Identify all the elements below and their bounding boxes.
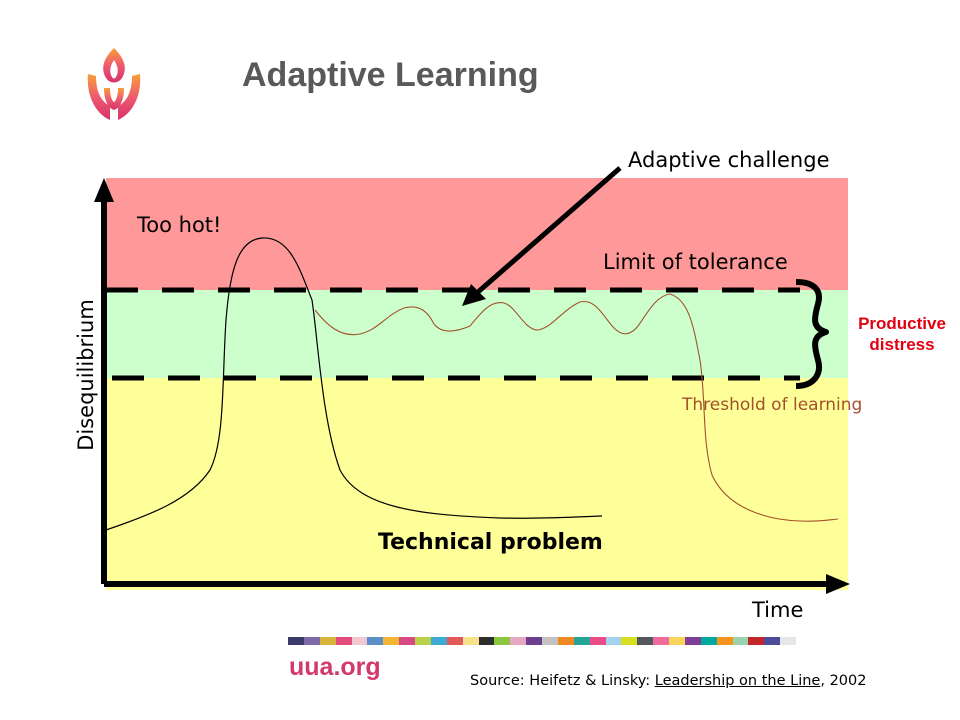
color-strip-segment: [351, 637, 368, 645]
color-strip-segment: [573, 637, 590, 645]
y-axis-label: Disequilibrium: [74, 299, 98, 451]
x-axis-label: Time: [752, 598, 804, 622]
color-strip-segment: [716, 637, 733, 645]
productive-distress-brace: [795, 279, 829, 389]
source-book: Leadership on the Line: [654, 673, 821, 689]
color-strip-segment: [319, 637, 336, 645]
color-strip-segment: [478, 637, 495, 645]
color-strip-segment: [510, 637, 527, 645]
color-strip-segment: [367, 637, 384, 645]
color-strip-segment: [557, 637, 574, 645]
adaptive-challenge-label: Adaptive challenge: [628, 148, 830, 172]
adaptive-challenge-arrowhead: [462, 284, 486, 306]
x-axis-arrowhead: [826, 574, 850, 594]
page-title: Adaptive Learning: [242, 56, 539, 94]
adaptive-challenge-curve: [314, 293, 839, 522]
color-strip-segment: [589, 637, 606, 645]
color-strip-segment: [415, 637, 431, 645]
color-strip-segment: [621, 637, 638, 645]
color-strip-segment: [542, 637, 558, 645]
color-strip-bar: [288, 637, 796, 645]
color-strip-segment: [605, 637, 622, 645]
site-link[interactable]: uua.org: [289, 653, 381, 681]
zone-technical: [106, 378, 848, 590]
color-strip-segment: [748, 637, 765, 645]
color-strip-segment: [430, 637, 447, 645]
color-strip-segment: [684, 637, 701, 645]
color-strip-segment: [303, 637, 320, 645]
source-suffix: , 2002: [820, 673, 867, 689]
color-strip-segment: [780, 637, 796, 645]
color-strip-segment: [399, 637, 415, 645]
productive-distress-label: Productive distress: [842, 313, 960, 355]
color-strip-segment: [669, 637, 685, 645]
color-strip-segment: [288, 637, 304, 645]
adaptive-challenge-arrow: [476, 166, 622, 294]
y-axis-arrowhead: [94, 178, 114, 202]
color-strip-segment: [335, 637, 352, 645]
threshold-of-learning-label: Threshold of learning: [682, 395, 863, 415]
color-strip-segment: [526, 637, 542, 645]
color-strip-segment: [653, 637, 669, 645]
too-hot-label: Too hot!: [137, 213, 222, 237]
flaming-chalice-icon: [84, 46, 144, 124]
technical-problem-curve: [105, 237, 603, 531]
source-prefix: Source: Heifetz & Linsky:: [470, 673, 655, 689]
productive-label-line1: Productive: [858, 314, 946, 333]
technical-problem-label: Technical problem: [378, 530, 603, 555]
color-strip-segment: [446, 637, 463, 645]
source-citation: Source: Heifetz & Linsky: Leadership on …: [470, 673, 866, 689]
color-strip-segment: [383, 637, 400, 645]
color-strip-segment: [764, 637, 781, 645]
color-strip-segment: [637, 637, 654, 645]
zone-productive-distress: [106, 290, 848, 378]
color-strip-segment: [462, 637, 479, 645]
limit-of-tolerance-label: Limit of tolerance: [603, 250, 788, 274]
zone-too-hot: [106, 178, 848, 290]
color-strip-segment: [494, 637, 511, 645]
color-strip-segment: [700, 637, 717, 645]
color-strip-segment: [732, 637, 749, 645]
productive-label-line2: distress: [869, 335, 935, 354]
